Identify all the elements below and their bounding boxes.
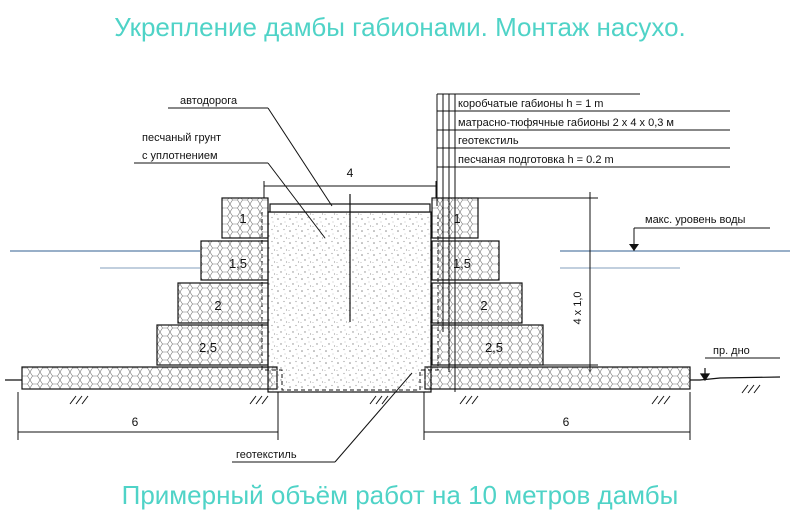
- left-gabion-1-5: [200, 240, 269, 281]
- callout-mattress-gabions: матрасно-тюфячные габионы 2 х 4 х 0,3 м: [458, 117, 674, 129]
- right-base-label: 6: [563, 415, 570, 429]
- left-gabion-label-2-5: 2,5: [199, 340, 217, 355]
- left-gabion-label-1: 1: [239, 211, 246, 226]
- left-base-dimension: [17, 392, 279, 440]
- water-level-lines: [10, 250, 790, 269]
- geotextile-lines: [261, 212, 439, 391]
- footer-caption: Примерный объём работ на 10 метров дамбы: [121, 480, 679, 510]
- callout-box-gabions: коробчатые габионы h = 1 m: [458, 98, 603, 110]
- right-callouts-leader: [436, 93, 730, 392]
- crest-width-label: 4: [347, 166, 354, 180]
- left-gabion-label-2: 2: [214, 298, 221, 313]
- left-gabion-2-5: [156, 324, 269, 366]
- water-level-label: макс. уровень воды: [645, 214, 746, 226]
- right-gabion-label-1: 1: [453, 211, 460, 226]
- ground-hatching: [69, 384, 761, 405]
- left-gabion-1: [221, 197, 269, 239]
- page-title: Укрепление дамбы габионами. Монтаж насух…: [114, 12, 686, 42]
- left-base-label: 6: [132, 415, 139, 429]
- riverbed-label: пр. дно: [713, 345, 750, 357]
- geotextile-bottom-callout: [232, 372, 413, 463]
- crest-width-dimension: [263, 181, 437, 198]
- geotextile-bottom-label: геотекстиль: [236, 449, 297, 461]
- ground-line: [5, 368, 781, 382]
- soil-callout-line1: песчаный грунт: [142, 132, 221, 144]
- callout-sand-bedding: песчаная подготовка h = 0.2 m: [458, 154, 614, 166]
- water-level-marker-icon: [629, 228, 639, 251]
- soil-callout: [134, 162, 326, 239]
- right-gabion-label-2-5: 2,5: [485, 340, 503, 355]
- right-gabion-2-5: [431, 324, 544, 366]
- left-gabion-label-1-5: 1,5: [229, 256, 247, 271]
- right-gabion-label-2: 2: [480, 298, 487, 313]
- right-base-mattress: [424, 366, 691, 390]
- right-base-dimension: [423, 392, 691, 440]
- road-callout-text: автодорога: [180, 95, 238, 107]
- right-gabion-2: [431, 282, 523, 324]
- right-gabion-label-1-5: 1,5: [453, 256, 471, 271]
- road-callout: [168, 107, 333, 207]
- soil-callout-line2: с уплотнением: [142, 150, 218, 162]
- left-base-mattress: [21, 366, 278, 390]
- height-label: 4 х 1,0: [572, 291, 584, 324]
- height-dimension: [478, 192, 598, 372]
- left-gabion-2: [177, 282, 269, 324]
- callout-geotextile: геотекстиль: [458, 135, 519, 147]
